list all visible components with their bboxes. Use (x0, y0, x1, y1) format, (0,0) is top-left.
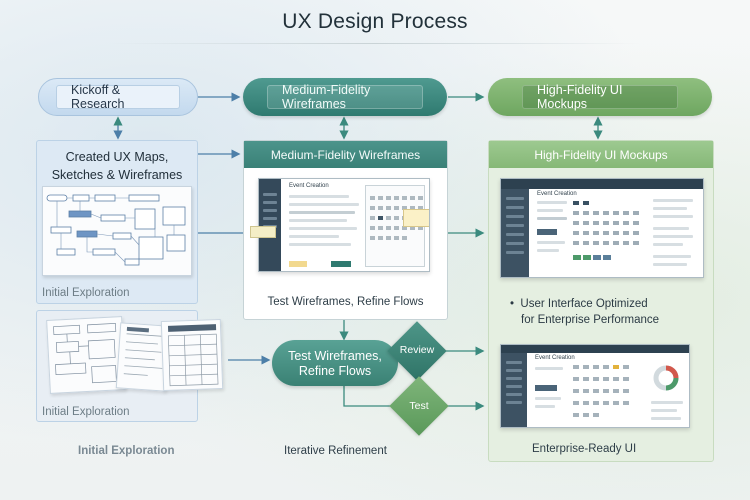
hifi-secondary-topbar (501, 345, 689, 353)
exploration-heading: Created UX Maps, Sketches & Wireframes (36, 148, 198, 184)
wireframe-mockup: Event Creation (258, 178, 430, 272)
test-label: Test (409, 400, 429, 412)
hifi-mockup-secondary: Event Creation (500, 344, 690, 428)
paper-sketch-2-drawing (123, 326, 165, 376)
initial-exploration-caption-top: Initial Exploration (42, 287, 130, 299)
hifi-topbar (501, 179, 703, 189)
title-divider (110, 43, 640, 44)
bullet-dot: • (510, 298, 521, 310)
wireframe-calendar-grid (370, 196, 423, 240)
paper-sketch-1-drawing (53, 323, 117, 384)
hifi-mock-title: Event Creation (537, 191, 577, 197)
test-wireframes-caption: Test Wireframes, Refine Flows (267, 296, 424, 308)
wireframe-primary-button (331, 261, 351, 267)
exploration-heading-line2: Sketches & Wireframes (51, 168, 183, 182)
initial-exploration-footer: Initial Exploration (78, 445, 175, 457)
medium-fidelity-label: Medium-Fidelity Wireframes (267, 83, 423, 111)
paper-sketch-2 (115, 322, 171, 392)
test-refine-loop[interactable]: Test Wireframes, Refine Flows (272, 340, 398, 386)
high-fidelity-panel-header: High-Fidelity UI Mockups (489, 141, 713, 168)
medium-fidelity-panel-header: Medium-Fidelity Wireframes (244, 141, 447, 168)
enterprise-ready-footer: Enterprise-Ready UI (532, 443, 637, 455)
arrow-loop-to-test (343, 383, 392, 407)
wireframe-mock-title: Event Creation (289, 183, 329, 189)
bullet-line2: for Enterprise Performance (521, 314, 660, 326)
wireframe-sticky-note (403, 209, 429, 227)
hifi-selected-row (537, 229, 557, 235)
hifi-secondary-selected-row (535, 385, 557, 391)
initial-exploration-caption-bottom: Initial Exploration (42, 406, 130, 418)
loop-label-line2: Refine Flows (298, 364, 372, 378)
hifi-secondary-calendar (573, 365, 629, 417)
kickoff-label: Kickoff & Research (56, 83, 180, 111)
paper-sketch-1 (46, 316, 126, 394)
loop-label-line1: Test Wireframes, (288, 349, 382, 363)
high-fidelity-stage[interactable]: High-Fidelity UI Mockups (488, 78, 712, 116)
iterative-refinement-footer: Iterative Refinement (284, 445, 387, 457)
hifi-secondary-sidebar (501, 353, 527, 427)
kickoff-research-stage[interactable]: Kickoff & Research (38, 78, 198, 116)
hifi-calendar-grid (573, 201, 639, 260)
paper-sketch-3 (160, 318, 224, 392)
ux-map-drawing (46, 194, 186, 266)
wireframe-callout-note (250, 226, 276, 238)
medium-fidelity-stage[interactable]: Medium-Fidelity Wireframes (243, 78, 447, 116)
hifi-donut-chart (653, 365, 679, 391)
enterprise-bullet: • User Interface Optimized for Enterpris… (510, 296, 659, 328)
hifi-secondary-mock-title: Event Creation (535, 355, 575, 361)
ux-map-sketch (42, 186, 192, 276)
bullet-line1: User Interface Optimized (520, 298, 648, 310)
wireframe-button-highlight (289, 261, 307, 267)
hifi-mockup-primary: Event Creation (500, 178, 704, 278)
review-label: Review (399, 344, 435, 356)
paper-sketch-3-drawing (167, 324, 219, 387)
page-title: UX Design Process (282, 10, 468, 33)
exploration-heading-line1: Created UX Maps, (65, 150, 169, 164)
high-fidelity-label: High-Fidelity UI Mockups (522, 83, 678, 111)
